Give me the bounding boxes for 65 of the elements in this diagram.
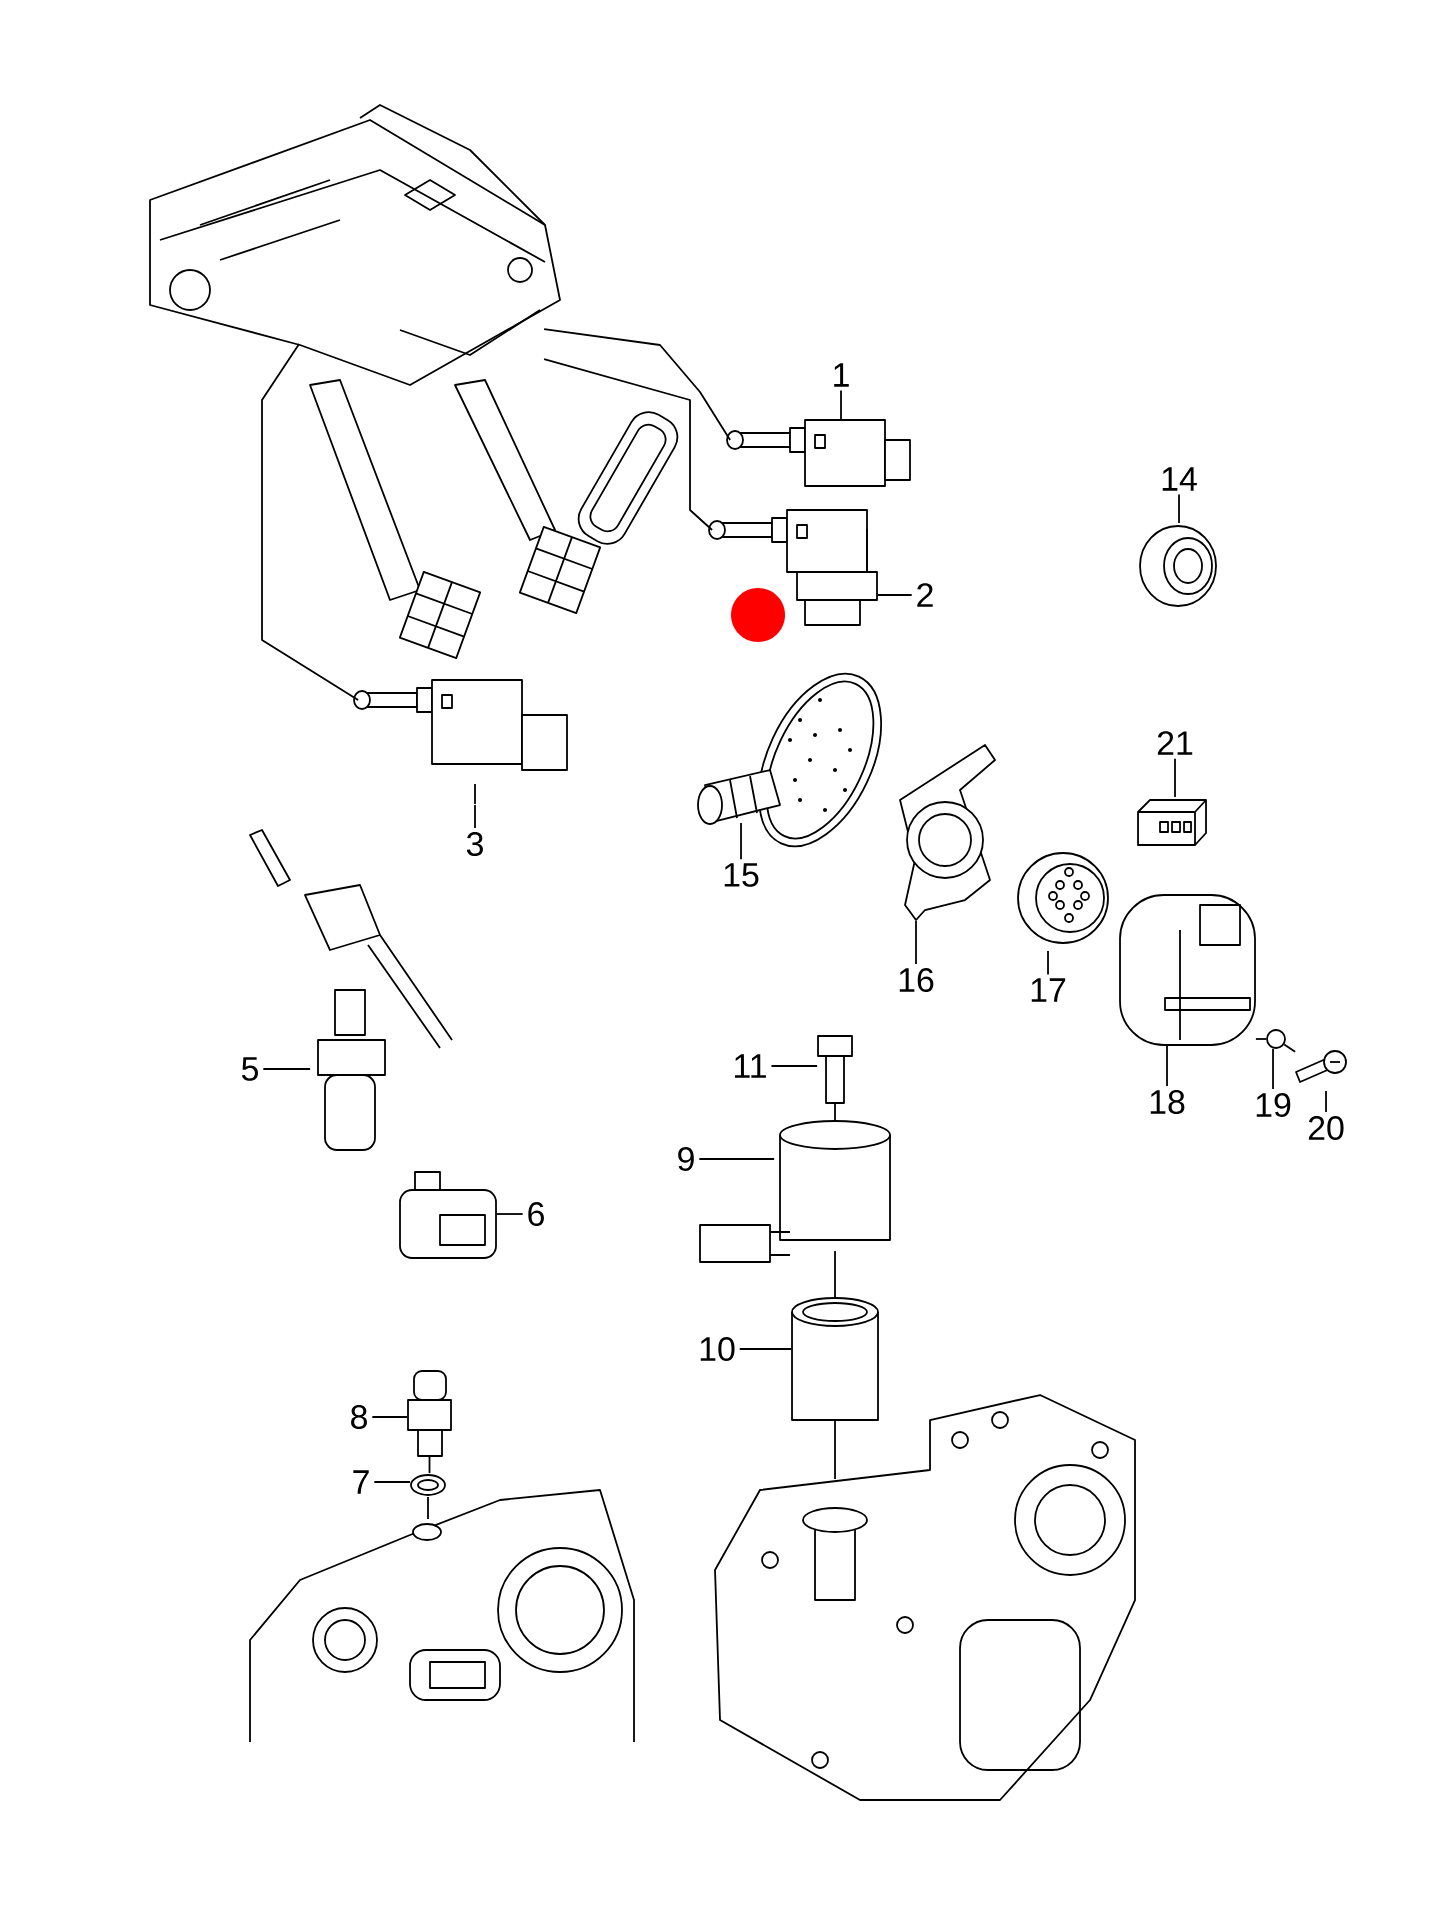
callout-number: 7 (353, 1470, 369, 1494)
bracket-ring-drawing (899, 744, 996, 921)
callout-number: 14 (1162, 467, 1197, 491)
leader-line (738, 1348, 792, 1350)
callout-number: 3 (466, 832, 483, 856)
plug-with-plate-drawing (697, 672, 882, 848)
callout-number: 1 (834, 363, 849, 387)
callout-number: 19 (1256, 1093, 1291, 1117)
leader-line (698, 1158, 775, 1160)
leader-line (877, 594, 913, 596)
leader-line (1166, 1045, 1168, 1087)
callout-number: 5 (241, 1057, 258, 1081)
leader-line (371, 1416, 408, 1418)
gearbox-drawing (714, 1394, 1136, 1801)
callout-number: 15 (724, 863, 759, 887)
assembly-line (834, 1103, 836, 1121)
callout-number: 8 (351, 1405, 367, 1429)
screw-drawing (1295, 1050, 1347, 1083)
sealing-ring-drawing (410, 1474, 446, 1496)
leader-line (840, 389, 842, 420)
grommet-drawing (1139, 525, 1217, 607)
connector-drawing (1137, 799, 1207, 846)
leader-line (1174, 757, 1176, 798)
bolt-drawing (817, 1035, 853, 1104)
leader-line (496, 1213, 524, 1215)
callout-number: 10 (700, 1337, 735, 1361)
assembly-line (427, 1496, 429, 1520)
wire-line (543, 328, 731, 441)
leader-line (770, 1065, 818, 1067)
housing-drawing (1119, 894, 1256, 1046)
switch-drawing (708, 509, 878, 626)
leader-line (1325, 1090, 1327, 1113)
assembly-line (1283, 1043, 1296, 1053)
leader-line (474, 804, 476, 829)
pedal-cluster-drawing (149, 104, 602, 660)
leader-line (915, 920, 917, 965)
switch-drawing (353, 679, 568, 805)
callout-number: 16 (899, 968, 934, 992)
leader-line (262, 1068, 311, 1070)
callout-number: 6 (528, 1202, 544, 1226)
callout-number: 9 (678, 1147, 694, 1171)
leader-line (1047, 950, 1049, 976)
connector-drawing (1017, 852, 1109, 944)
switch-drawing (407, 1370, 452, 1457)
callout-number: 20 (1308, 1116, 1344, 1140)
solenoid-drawing (699, 1120, 891, 1263)
wire-line (261, 343, 359, 701)
washer-drawing (1266, 1029, 1286, 1049)
leader-line (1272, 1048, 1274, 1090)
callout-number: 11 (735, 1054, 766, 1078)
assembly-line (834, 1420, 836, 1480)
callout-number: 21 (1157, 731, 1193, 755)
callout-number: 17 (1031, 978, 1066, 1002)
leader-line (740, 822, 742, 861)
leader-line (373, 1481, 411, 1483)
assembly-line (1255, 1038, 1267, 1040)
leader-line (1178, 493, 1180, 524)
connector-drawing (399, 1171, 497, 1259)
wire-line (543, 358, 713, 531)
assembly-line (834, 1250, 836, 1298)
assembly-line (428, 1456, 431, 1474)
callout-number: 2 (917, 583, 933, 607)
switch-drawing (726, 419, 911, 487)
callout-number: 18 (1150, 1090, 1185, 1114)
sleeve-drawing (791, 1297, 879, 1421)
